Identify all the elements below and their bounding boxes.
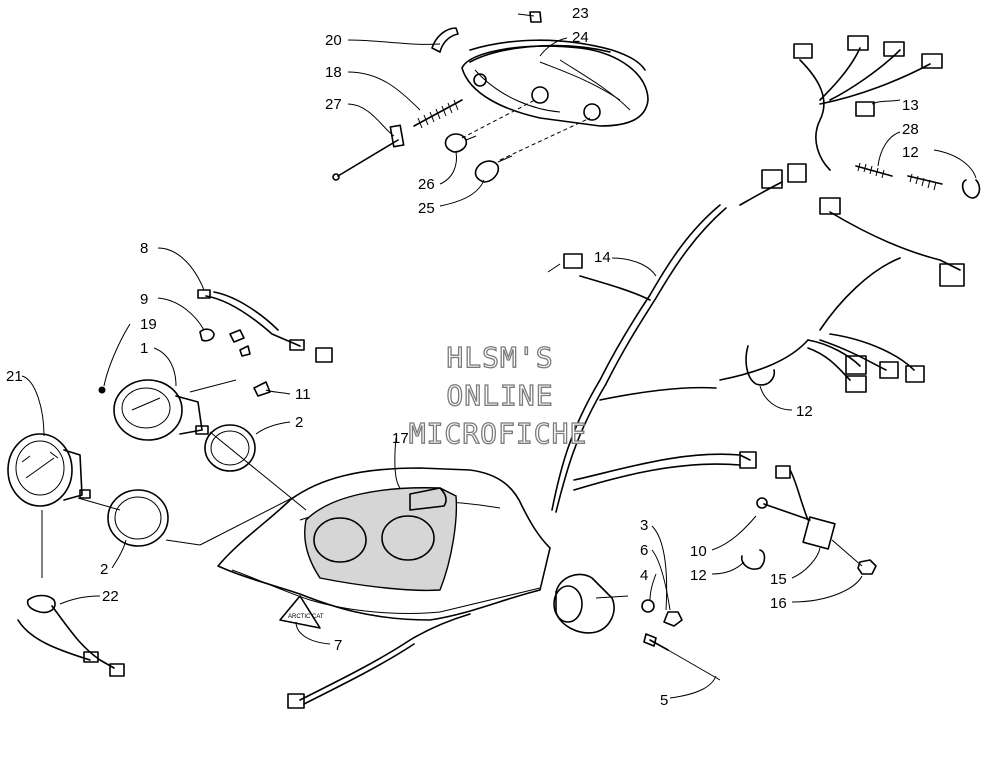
- speedometer-part-1: [113, 379, 209, 441]
- gauge-cup-part-3: [553, 573, 629, 634]
- watermark-line-1: HLSM'S: [446, 341, 553, 374]
- washer-part-4: [641, 599, 655, 613]
- callout-16: 16: [770, 595, 787, 612]
- bulb-part-11: [253, 381, 271, 397]
- callout-12-low: 12: [690, 567, 707, 584]
- callout-6: 6: [640, 542, 648, 559]
- clip-part-23: [529, 11, 542, 23]
- bulb-part-9: [199, 328, 251, 357]
- headlight-seal-strip: [469, 39, 646, 71]
- clamp-part-12-mid: [745, 345, 776, 386]
- screw-part-19: [98, 386, 106, 394]
- decal-part-7: ARCTIC CAT: [279, 595, 324, 629]
- nut-part-6: [663, 611, 683, 627]
- instrument-bezel-part-17: [304, 487, 458, 592]
- leader-lines: [21, 13, 977, 699]
- callout-labels: 20 23 24 18 27 26 25 8 9 19 1 11 2 21 2 …: [6, 5, 919, 709]
- resistor-part-15: [775, 465, 836, 550]
- lower-cable-run: [287, 613, 471, 709]
- callout-23: 23: [572, 5, 589, 22]
- callout-1: 1: [140, 340, 148, 357]
- callout-3: 3: [640, 517, 648, 534]
- decal-text: ARCTIC CAT: [288, 614, 324, 620]
- callout-26: 26: [418, 176, 435, 193]
- callout-2-upper: 2: [295, 414, 303, 431]
- callout-10: 10: [690, 543, 707, 560]
- bolt-part-10: [756, 497, 811, 521]
- cable-part-5: [643, 633, 721, 681]
- callout-11: 11: [295, 386, 311, 403]
- gauge-harness-part-22: [17, 594, 125, 677]
- callout-20: 20: [325, 32, 342, 49]
- callout-15: 15: [770, 571, 787, 588]
- watermark: HLSM'S ONLINE MICROFICHE: [408, 340, 588, 450]
- callout-7: 7: [334, 637, 342, 654]
- tachometer-part-21: [7, 433, 91, 507]
- callout-5: 5: [660, 692, 668, 709]
- callout-25: 25: [418, 200, 435, 217]
- clamp-part-12-top: [961, 179, 981, 199]
- callout-19: 19: [140, 316, 157, 333]
- callout-24: 24: [572, 29, 589, 46]
- callout-4: 4: [640, 567, 648, 584]
- watermark-line-2: ONLINE: [446, 379, 553, 412]
- sub-harness-part-13: [793, 35, 943, 171]
- callout-13: 13: [902, 97, 919, 114]
- bulb-boot-part-20: [431, 27, 459, 53]
- callout-28: 28: [902, 121, 919, 138]
- callout-22: 22: [102, 588, 119, 605]
- callout-17: 17: [392, 430, 409, 447]
- gauge-harness-part-8: [197, 289, 333, 363]
- callout-12-mid: 12: [796, 403, 813, 420]
- adjuster-screw-part-27: [332, 124, 405, 181]
- sub-harness-right: [807, 197, 965, 393]
- gauge-gasket-part-2-upper: [204, 424, 256, 472]
- callout-27: 27: [325, 96, 342, 113]
- bulb-socket-part-25: [474, 155, 513, 183]
- main-wiring-harness-part-14: [547, 163, 809, 513]
- bulb-part-26: [444, 133, 477, 153]
- callout-14: 14: [594, 249, 611, 266]
- gauge-gasket-part-2-lower: [107, 489, 169, 547]
- callout-12-top: 12: [902, 144, 919, 161]
- callout-18: 18: [325, 64, 342, 81]
- headlight-housing: [461, 44, 649, 127]
- callout-2-lower: 2: [100, 561, 108, 578]
- nut-part-16: [857, 559, 877, 575]
- clamp-part-12-low: [740, 549, 766, 570]
- callout-21: 21: [6, 368, 23, 385]
- watermark-line-3: MICROFICHE: [409, 417, 588, 450]
- springs-part-28: [855, 162, 943, 191]
- adjuster-spring-part-18: [413, 99, 463, 129]
- callout-8: 8: [140, 240, 148, 257]
- callout-9: 9: [140, 291, 148, 308]
